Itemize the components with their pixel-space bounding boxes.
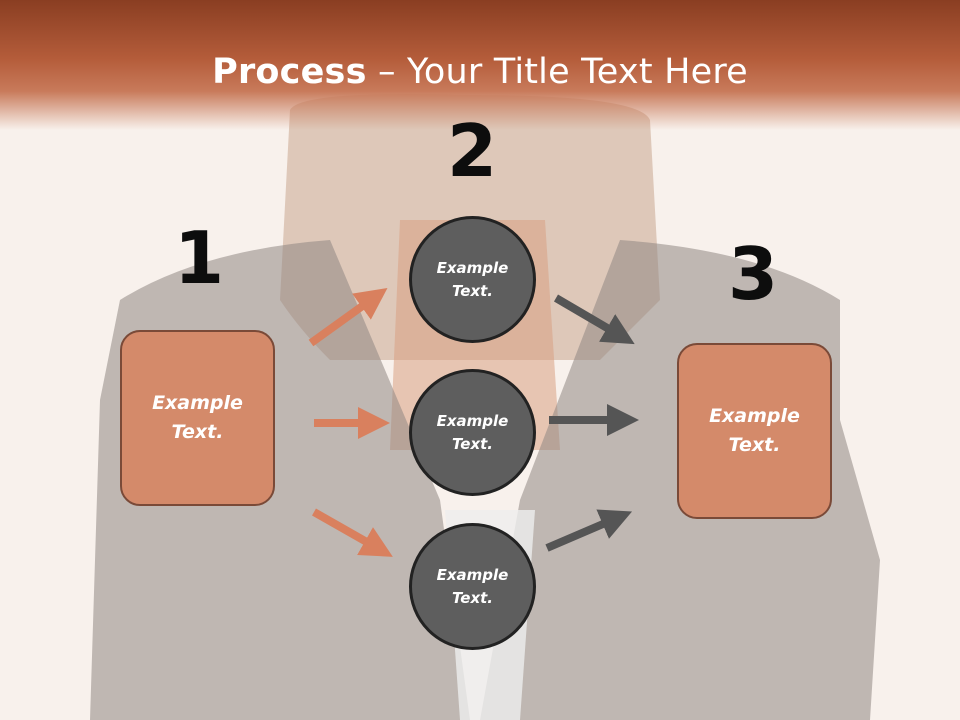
circle-top-text: Example Text. [436, 258, 509, 300]
arrow-top-to-3 [553, 294, 635, 345]
step-number-3: 3 [727, 232, 779, 316]
circle-bottom-text: Example Text. [436, 565, 509, 607]
step-number-1: 1 [173, 216, 225, 300]
arrow-1-to-top [308, 287, 388, 347]
step-3-box[interactable]: Example Text. [677, 343, 832, 519]
title-bar [0, 0, 960, 130]
circle-middle-text: Example Text. [436, 411, 509, 453]
slide-title: Process – Your Title Text Here [0, 52, 960, 92]
step-number-2: 2 [446, 109, 498, 193]
arrow-bottom-to-3 [545, 509, 633, 552]
step-2-circle-top[interactable]: Example Text. [409, 216, 536, 343]
title-strong: Process [212, 52, 367, 92]
step-2-circle-bottom[interactable]: Example Text. [409, 523, 536, 650]
step-2-circle-middle[interactable]: Example Text. [409, 369, 536, 496]
step-1-box-text: Example Text. [152, 392, 243, 443]
step-1-box[interactable]: Example Text. [120, 330, 275, 506]
arrow-1-to-bottom [312, 508, 393, 557]
step-3-box-text: Example Text. [709, 405, 800, 456]
title-rest: – Your Title Text Here [366, 52, 748, 92]
